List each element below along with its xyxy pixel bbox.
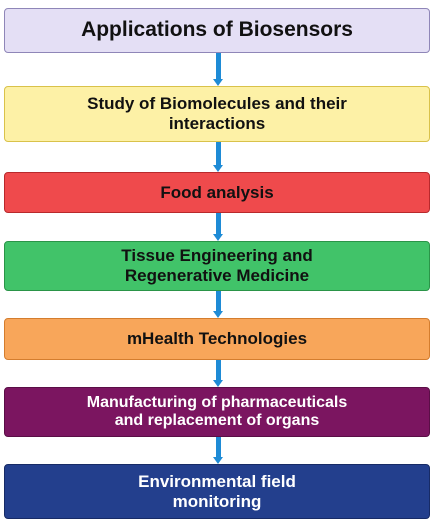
diagram-title: Applications of Biosensors: [81, 18, 353, 42]
step-label: Study of Biomolecules and their interact…: [87, 94, 347, 133]
step-label: mHealth Technologies: [126, 329, 308, 349]
arrow-connector: [213, 142, 224, 172]
arrow-connector: [213, 53, 224, 86]
step-box-manufacturing: Manufacturing of pharmaceuticals and rep…: [4, 387, 430, 437]
step-label: Environmental field monitoring: [138, 471, 296, 511]
step-box-food-analysis: Food analysis: [4, 172, 430, 213]
step-label: Food analysis: [160, 182, 274, 202]
diagram-title-box: Applications of Biosensors: [4, 8, 430, 53]
step-box-environmental: Environmental field monitoring: [4, 464, 430, 519]
arrow-connector: [213, 360, 224, 387]
arrow-connector: [213, 437, 224, 464]
arrow-connector: [213, 213, 224, 241]
step-label: Manufacturing of pharmaceuticals and rep…: [86, 393, 348, 429]
step-box-mhealth: mHealth Technologies: [4, 318, 430, 360]
step-box-biomolecules: Study of Biomolecules and their interact…: [4, 86, 430, 142]
step-label: Tissue Engineering and Regenerative Medi…: [121, 246, 313, 285]
step-box-tissue-engineering: Tissue Engineering and Regenerative Medi…: [4, 241, 430, 291]
arrow-connector: [213, 291, 224, 318]
